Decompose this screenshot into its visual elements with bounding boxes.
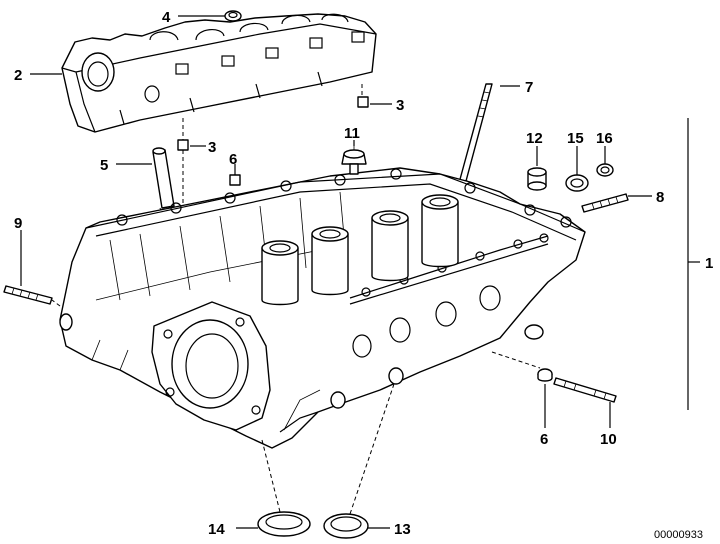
- callout-3: 3: [396, 97, 404, 114]
- reference-number: 00000933: [654, 529, 703, 541]
- dowel-sleeve-part: [357, 96, 369, 108]
- dowel-sleeve-part: [177, 139, 189, 151]
- screw-plug-part: [596, 163, 614, 177]
- temperature-sensor-part: [341, 146, 367, 175]
- callout-11: 11: [344, 125, 360, 142]
- cylinder-head-part: [59, 167, 586, 449]
- gasket-ring-part: [257, 511, 311, 537]
- stud-bolt-part: [553, 377, 617, 403]
- callout-10: 10: [600, 431, 617, 448]
- callout-1: 1: [705, 255, 713, 272]
- callout-4: 4: [162, 9, 171, 26]
- callout-15: 15: [567, 130, 584, 147]
- callout-16: 16: [596, 130, 613, 147]
- guide-tube-part: [152, 147, 175, 209]
- seal-ring-part: [224, 10, 242, 22]
- callout-6: 6: [229, 151, 237, 168]
- stud-bolt-part: [3, 285, 53, 305]
- callout-12: 12: [526, 130, 543, 147]
- leader-lines: [20, 15, 700, 529]
- dowel-sleeve-part: [229, 174, 241, 186]
- callout-6: 6: [540, 431, 548, 448]
- callout-5: 5: [100, 157, 108, 174]
- gasket-ring-part: [323, 513, 369, 539]
- dowel-sleeve-part: [537, 368, 553, 382]
- camshaft-carrier-part: [61, 13, 377, 133]
- callout-7: 7: [525, 79, 533, 96]
- callout-9: 9: [14, 215, 22, 232]
- callout-8: 8: [656, 189, 664, 206]
- sealing-ring-part: [565, 174, 589, 192]
- callout-3: 3: [208, 139, 216, 156]
- callout-14: 14: [208, 521, 225, 538]
- sealing-plug-part: [527, 167, 547, 191]
- callout-13: 13: [394, 521, 411, 538]
- callout-2: 2: [14, 67, 22, 84]
- stud-bolt-part: [581, 193, 629, 213]
